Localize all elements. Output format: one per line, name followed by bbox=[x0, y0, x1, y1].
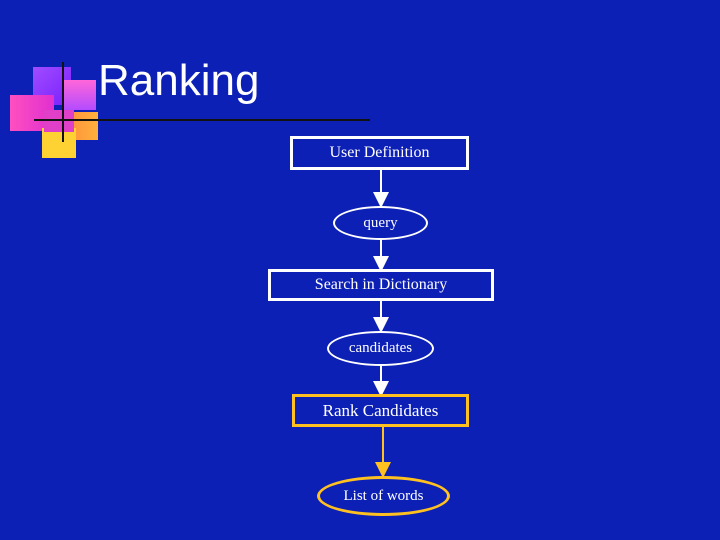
node-search-in-dictionary: Search in Dictionary bbox=[268, 269, 494, 301]
node-list-of-words: List of words bbox=[317, 476, 450, 516]
node-user-definition: User Definition bbox=[290, 136, 469, 170]
node-query: query bbox=[333, 206, 428, 240]
node-candidates: candidates bbox=[327, 331, 434, 366]
node-rank-candidates: Rank Candidates bbox=[292, 394, 469, 427]
